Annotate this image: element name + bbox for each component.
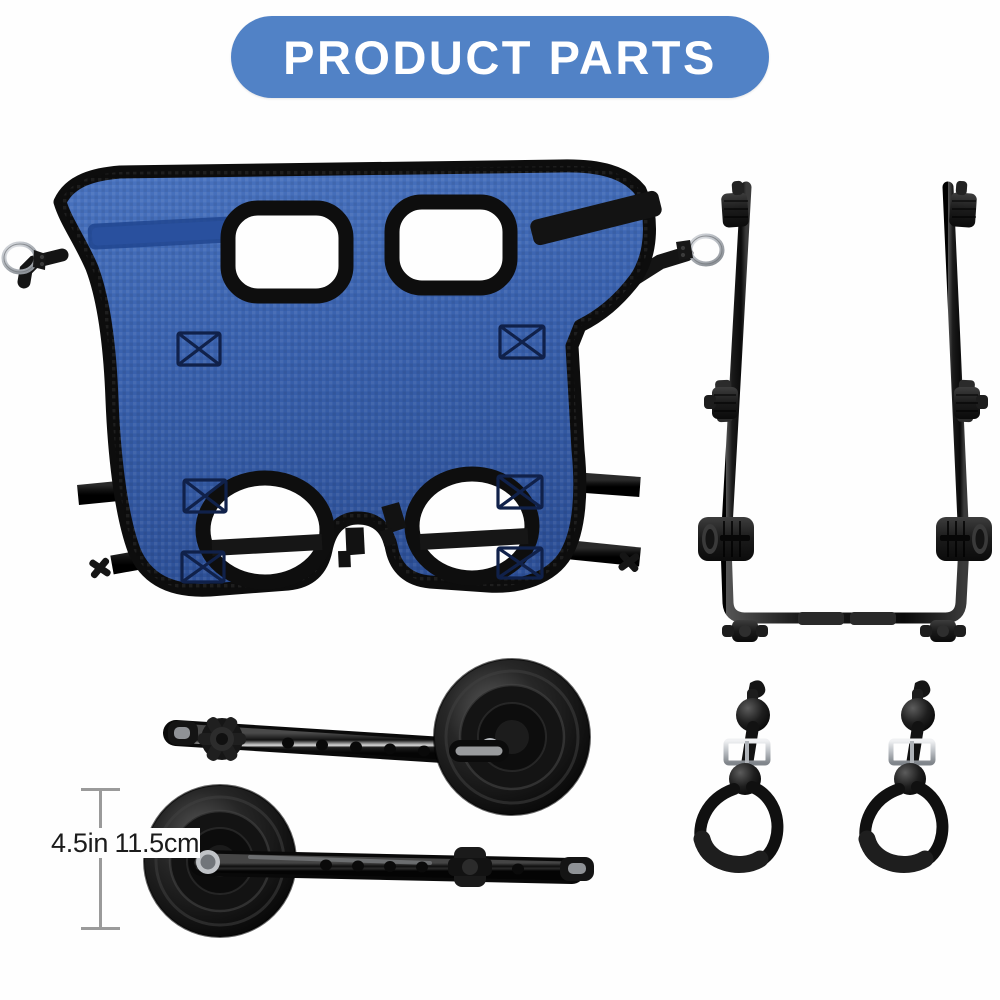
dimension-annotation: 4.5in 11.5cm [50,780,202,940]
header-banner: PRODUCT PARTS [231,16,769,98]
harness-left-d-ring [1,241,46,275]
wheel-upper-adjust-holes [282,737,430,757]
wheel-upper-tire [433,658,591,816]
part-frame [680,165,1000,675]
dimension-cap-bottom [81,927,120,930]
wheel-lower-hub-bolt [196,850,220,874]
page-title: PRODUCT PARTS [283,30,717,84]
frame-left-mid-clamp [704,387,738,419]
harness-velcro-right [530,190,662,246]
frame-right-hub-clamp [936,517,992,561]
harness-rear-leg-hole-left [195,470,335,590]
stirrup-right-loop [858,781,949,873]
harness-front-leg-hole-right [384,194,518,296]
stirrup-left-buckle [723,738,771,766]
frame-right-mid-clamp [954,387,988,419]
harness-strap-clips [89,551,640,579]
dimension-label-inches: 4.5in [50,828,110,859]
part-wheel-lower [130,784,620,938]
stirrup-right-ball-upper [901,698,935,732]
harness-right-d-ring [676,233,725,267]
stirrup-left-loop [693,781,784,873]
dimension-line [99,788,102,930]
frame-left-tube [715,181,752,551]
harness-front-leg-hole-left [220,200,354,304]
dimension-label-centimeters: 11.5cm [113,828,201,859]
frame-left-top-clamp [721,180,749,228]
part-wheel-upper [160,655,620,835]
part-stirrup-right [855,675,985,875]
harness-center-clips [338,502,407,568]
harness-stitch-patches [176,324,546,584]
frame-left-hub-clamp [698,517,754,561]
harness-velcro-left [87,216,239,250]
stirrup-right-buckle [888,738,936,766]
part-harness [0,150,740,620]
frame-bottom-knob-left [722,620,768,642]
part-stirrup-left [690,675,820,875]
wheel-upper-adjust-knob [198,717,246,761]
frame-bottom-crossbar [720,544,970,625]
frame-right-tube [942,181,975,551]
stirrup-left-ball-upper [736,698,770,732]
frame-right-top-clamp [949,180,977,228]
wheel-lower-adjust-knob [448,847,492,887]
frame-bottom-knob-right [920,620,966,642]
